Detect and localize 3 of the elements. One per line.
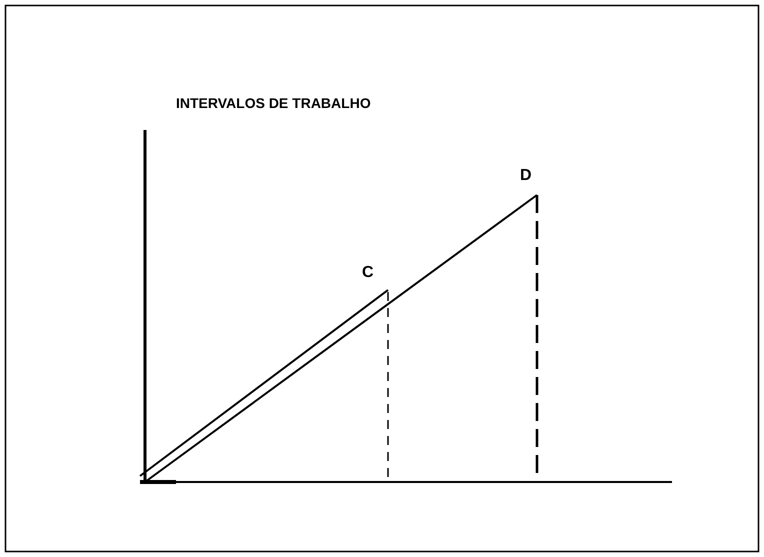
chart-title: INTERVALOS DE TRABALHO [176,96,371,110]
point-label: C [362,265,374,281]
point-label: D [520,168,532,184]
